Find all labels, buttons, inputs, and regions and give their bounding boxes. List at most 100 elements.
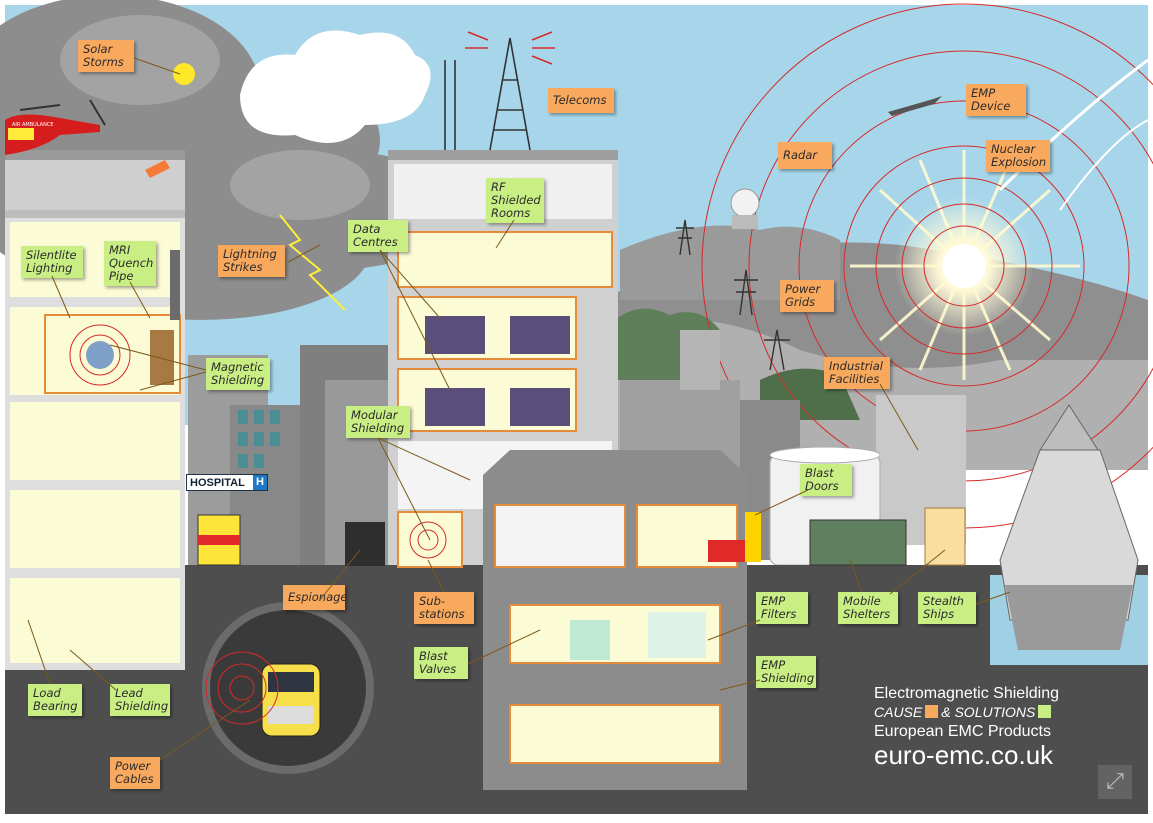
label-line: Mobile: [843, 594, 881, 608]
label-line: Device: [971, 99, 1011, 113]
label-line: Quench: [109, 256, 154, 270]
hospital-sign: HOSPITAL H: [186, 474, 268, 491]
label-line: Lead: [115, 686, 143, 700]
label-line: Pipe: [109, 269, 134, 283]
air-ambulance-helicopter: [5, 99, 106, 155]
label-line: Shielding: [115, 699, 169, 713]
underground-bunker: [483, 450, 747, 790]
label-line: Solar: [83, 42, 113, 56]
solution-swatch: [1038, 705, 1052, 718]
label-line: Rooms: [491, 206, 531, 220]
label-line: Shielded: [491, 193, 541, 207]
label-line: Lightning: [223, 247, 277, 261]
label-line: Bearing: [33, 699, 78, 713]
label-line: Ships: [923, 607, 955, 621]
label-espionage: Espionage: [283, 585, 348, 610]
label-line: Power: [115, 759, 151, 773]
label-line: RF: [491, 180, 506, 194]
label-line: Data: [353, 222, 381, 236]
label-line: Shielding: [211, 373, 265, 387]
label-line: Blast: [419, 649, 448, 663]
label-line: Lighting: [26, 261, 73, 275]
mobile-shelter: [809, 519, 907, 566]
label-line: Filters: [761, 607, 797, 621]
brand-title: Electromagnetic Shielding: [874, 685, 1059, 702]
label-line: Cables: [115, 772, 154, 786]
stealth-ship: [999, 404, 1139, 650]
brand-legend: Electromagnetic Shielding CAUSE & SOLUTIO…: [874, 684, 1059, 769]
label-line: Shelters: [843, 607, 891, 621]
power-pylons: [676, 219, 790, 371]
radar-dome: [730, 188, 760, 218]
label-line: Espionage: [288, 590, 348, 604]
label-line: EMP: [971, 86, 996, 100]
label-line: Nuclear: [991, 142, 1036, 156]
cause-text: CAUSE: [874, 704, 923, 720]
label-line: Sub-: [419, 594, 446, 608]
sun: [173, 63, 195, 85]
label-line: Stealth: [923, 594, 964, 608]
cause-swatch: [925, 705, 939, 718]
label-line: Grids: [785, 295, 816, 309]
brand-legend-row: CAUSE & SOLUTIONS: [874, 703, 1059, 722]
rail-tunnel: [202, 602, 374, 774]
label-line: Radar: [783, 148, 818, 162]
nuclear-explosion: [850, 150, 1080, 380]
label-telecoms: Telecoms: [548, 88, 614, 113]
label-line: Explosion: [991, 155, 1047, 169]
label-line: Silentlite: [26, 248, 77, 262]
label-line: Telecoms: [553, 93, 607, 107]
label-line: Facilities: [829, 372, 880, 386]
label-line: Modular: [351, 408, 398, 422]
air-ambulance-text: AIR AMBULANCE: [12, 122, 54, 128]
hospital-building: [5, 150, 185, 670]
label-line: stations: [419, 607, 465, 621]
label-line: EMP: [761, 658, 786, 672]
brand-company: European EMC Products: [874, 723, 1051, 740]
telecom-masts: [444, 37, 531, 151]
brand-url[interactable]: euro-emc.co.uk: [874, 740, 1054, 770]
label-line: MRI: [109, 243, 131, 257]
missile: [888, 96, 942, 116]
hospital-h-icon: H: [253, 475, 267, 490]
label-line: Load: [33, 686, 61, 700]
label-line: Doors: [805, 479, 839, 493]
label-line: Strikes: [223, 260, 263, 274]
label-line: EMP: [761, 594, 786, 608]
white-cloud: [240, 30, 431, 143]
expand-icon[interactable]: ⤢: [1098, 765, 1132, 799]
label-line: Blast: [805, 466, 834, 480]
label-radar: Radar: [778, 142, 832, 169]
label-line: Power: [785, 282, 821, 296]
hospital-sign-text: HOSPITAL: [190, 477, 245, 489]
label-line: Magnetic: [211, 360, 264, 374]
label-line: Centres: [353, 235, 398, 249]
label-line: Shielding: [351, 421, 405, 435]
label-line: Industrial: [829, 359, 883, 373]
label-line: Valves: [419, 662, 457, 676]
espionage-van: [345, 522, 385, 566]
label-substations: Sub-stations: [414, 592, 474, 624]
solutions-text: & SOLUTIONS: [941, 704, 1036, 720]
